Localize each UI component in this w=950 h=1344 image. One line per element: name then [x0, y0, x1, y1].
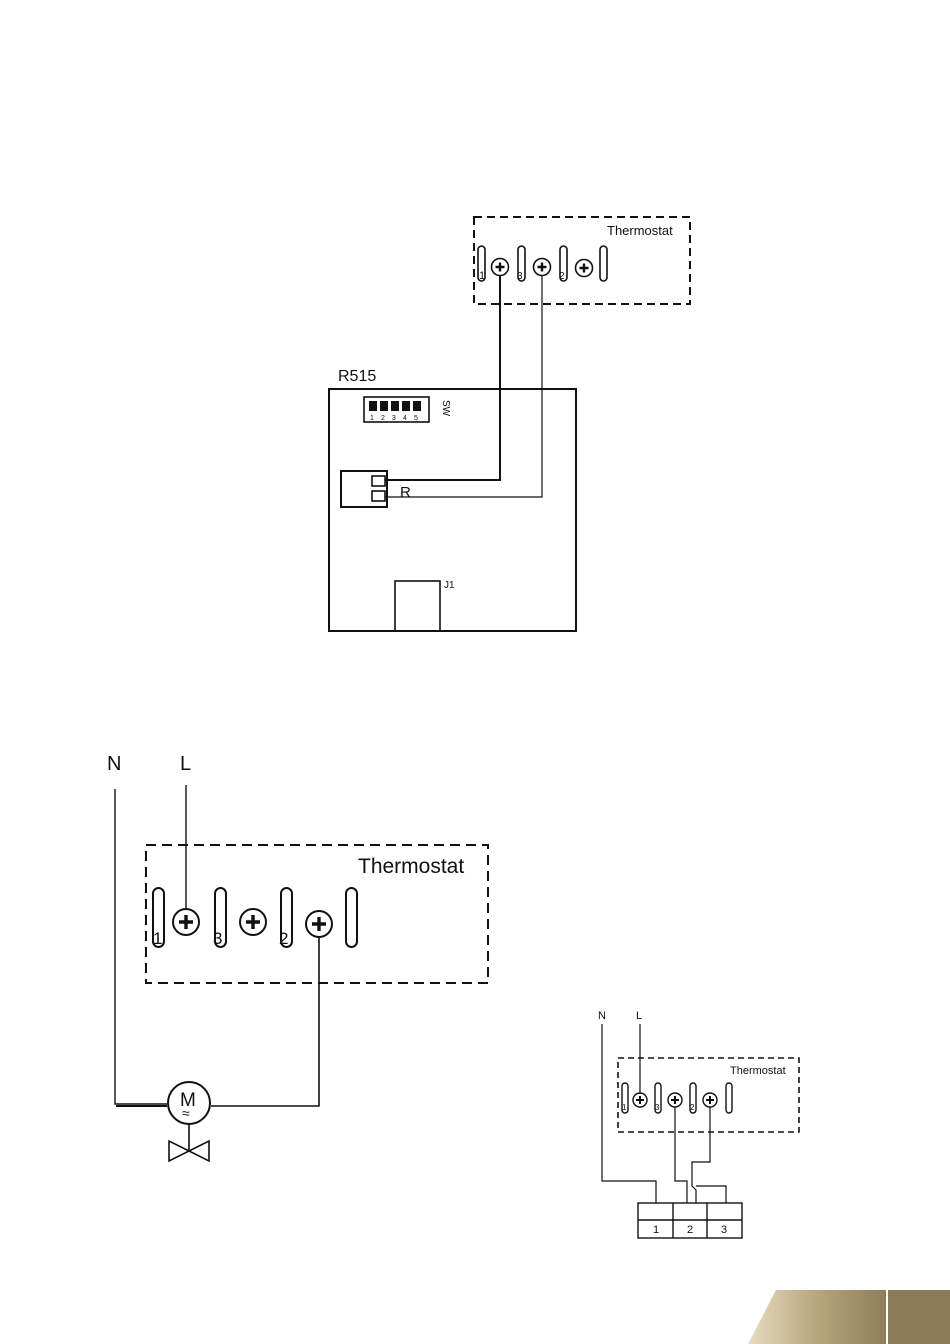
screw-terminal-icon: [240, 909, 266, 935]
connector-r: R: [341, 471, 411, 507]
wire: [675, 1107, 687, 1203]
wire: [385, 276, 542, 497]
diagram-thermostat-r515: Thermostat 1 3 2 R515: [329, 217, 690, 631]
terminal-block: 1 2 3: [638, 1203, 742, 1238]
screw-terminal-icon: [633, 1093, 647, 1107]
thermostat-2-terminal-label: 2: [279, 929, 288, 948]
screw-terminal-icon: [703, 1093, 717, 1107]
dip-switch-number: 1: [370, 415, 374, 422]
thermostat-1-terminal-label: 2: [559, 271, 565, 282]
motor-valve-icon: M ≈: [168, 1082, 210, 1161]
jack-label: J1: [444, 580, 455, 591]
thermostat-1-label: Thermostat: [607, 223, 673, 238]
dip-switch-number: 2: [381, 415, 385, 422]
neutral-label: N: [598, 1010, 606, 1022]
thermostat-2-terminal-label: 3: [213, 929, 222, 948]
thermostat-1-terminal-label: 3: [517, 271, 523, 282]
screw-terminal-icon: [173, 909, 199, 935]
thermostat-3-terminal-label: 3: [655, 1103, 660, 1112]
dip-switch-number: 4: [403, 415, 407, 422]
wire: [602, 1024, 656, 1203]
motor-symbol: ≈: [182, 1105, 190, 1121]
neutral-label: N: [107, 753, 121, 775]
connector-label: R: [400, 484, 411, 501]
terminal-block-label: 2: [687, 1224, 693, 1236]
diagram-thermostat-terminal-block: N L Thermostat 1 3 2: [598, 1010, 799, 1238]
thermostat-3-terminal-label: 2: [690, 1103, 695, 1112]
wire: [696, 1186, 726, 1203]
screw-terminal-icon: [668, 1093, 682, 1107]
screw-terminal-icon: [492, 259, 509, 276]
screw-terminal-icon: [576, 260, 593, 277]
thermostat-2-terminal-label: 1: [153, 929, 162, 948]
screw-terminal-icon: [534, 259, 551, 276]
board-label: R515: [338, 368, 376, 385]
thermostat-1-slot: [600, 246, 607, 281]
dip-switch-number: 3: [392, 415, 396, 422]
line-label: L: [180, 753, 191, 775]
wire: [385, 276, 500, 480]
footer-gold-ribbon: [748, 1290, 950, 1344]
thermostat-3-slot: [726, 1083, 732, 1113]
wire: [692, 1107, 710, 1203]
screw-terminal-icon: [306, 911, 332, 937]
thermostat-3-label: Thermostat: [730, 1065, 786, 1077]
board-r515: [329, 389, 576, 631]
dip-switch-number: 5: [414, 415, 418, 422]
thermostat-2-slot: [346, 888, 357, 947]
thermostat-1-terminal-label: 1: [479, 270, 485, 282]
wire: [211, 936, 319, 1106]
dip-switch: 1 2 3 4 5 SW: [364, 397, 451, 422]
diagram-thermostat-motor: N L Thermostat 1 3 2 M ≈: [107, 753, 488, 1161]
thermostat-2-label: Thermostat: [358, 855, 464, 878]
terminal-block-label: 1: [653, 1224, 659, 1236]
line-label: L: [636, 1010, 642, 1022]
switch-label: SW: [440, 400, 451, 417]
jack-j1: [395, 581, 440, 631]
thermostat-3-terminal-label: 1: [622, 1103, 627, 1112]
terminal-block-label: 3: [721, 1224, 727, 1236]
